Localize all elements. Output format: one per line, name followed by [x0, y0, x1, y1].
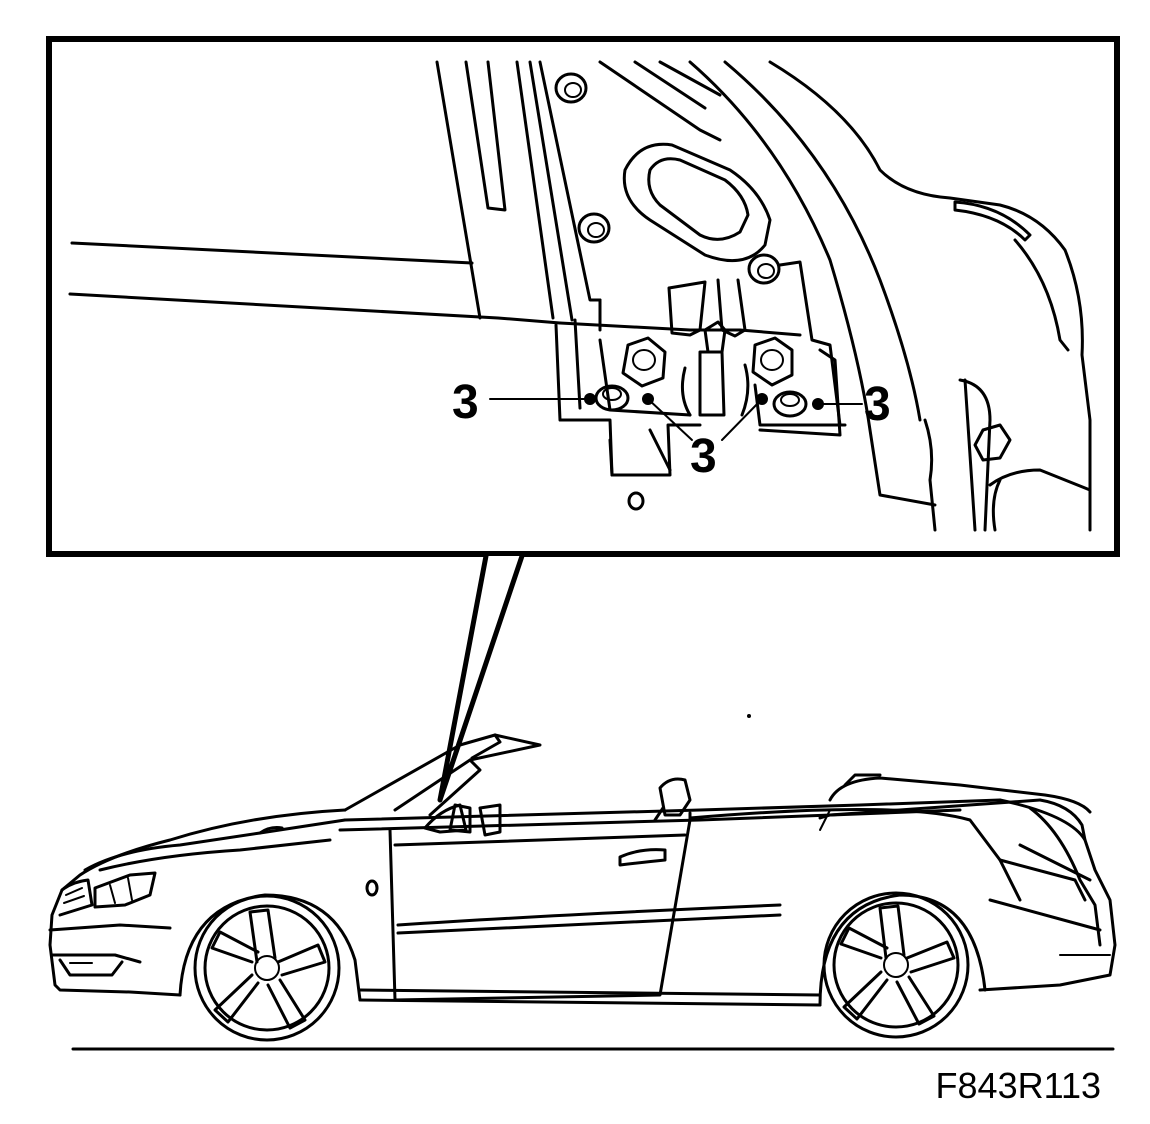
callout-leaders [489, 393, 863, 441]
convertible-car [48, 714, 1117, 1042]
detail-inset: 3 3 3 [46, 36, 1120, 557]
callout-3-left: 3 [452, 376, 479, 429]
callout-3-center: 3 [690, 430, 717, 483]
inset-frame [46, 36, 1120, 557]
detail-pointer [437, 553, 525, 803]
inset-linework [68, 60, 1092, 532]
figure-id: F843R113 [936, 1065, 1101, 1106]
callout-3-right: 3 [864, 378, 891, 431]
